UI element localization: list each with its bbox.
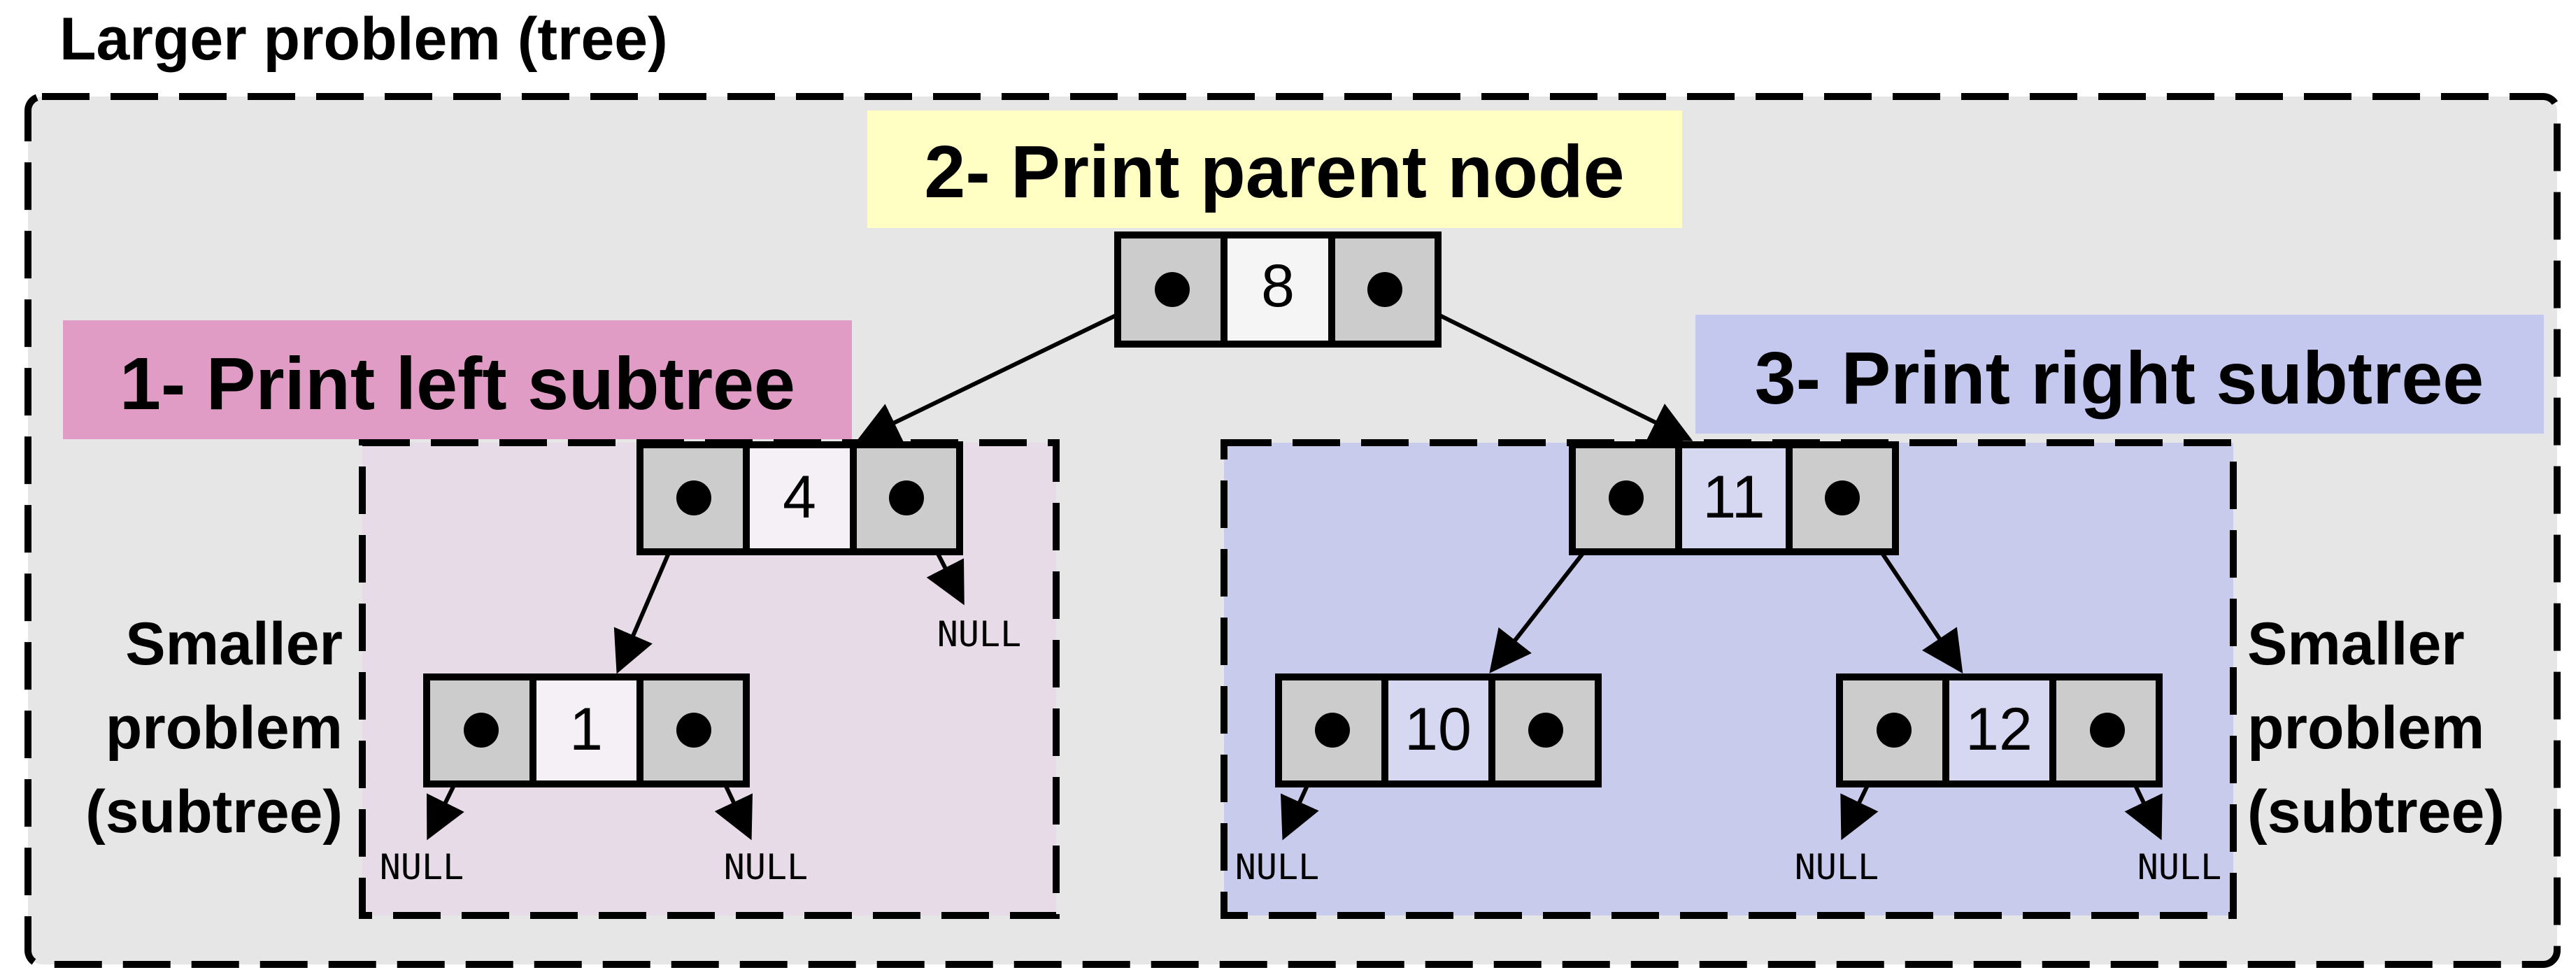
null-label: NULL	[1795, 847, 1879, 887]
svg-text:(subtree): (subtree)	[2247, 778, 2505, 846]
svg-text:problem: problem	[2247, 694, 2484, 762]
step-left-label: 1- Print left subtree	[120, 343, 795, 425]
node-value: 4	[783, 464, 816, 531]
step-right-label: 3- Print right subtree	[1755, 337, 2484, 420]
node-value: 10	[1404, 696, 1472, 763]
svg-text:(subtree): (subtree)	[85, 778, 343, 846]
tree-node-4: 4	[636, 441, 963, 555]
right-subproblem-label: Smaller problem (subtree)	[2247, 611, 2505, 846]
null-label: NULL	[2137, 847, 2221, 887]
null-label: NULL	[937, 614, 1021, 655]
node-value: 12	[1965, 696, 2033, 763]
tree-node-1: 1	[423, 673, 750, 787]
diagram-title: Larger problem (tree)	[59, 6, 668, 73]
tree-node-12: 12	[1836, 673, 2163, 787]
tree-node-11: 11	[1569, 441, 1899, 555]
node-value: 8	[1261, 252, 1295, 320]
svg-text:problem: problem	[106, 694, 343, 762]
tree-node-8: 8	[1114, 231, 1442, 348]
left-subproblem-label: Smaller problem (subtree)	[85, 611, 343, 846]
node-value: 11	[1702, 464, 1765, 531]
left-label-highlight	[63, 320, 852, 439]
node-value: 1	[569, 696, 603, 763]
parent-label-highlight	[867, 110, 1682, 228]
tree-node-10: 10	[1275, 673, 1602, 787]
svg-text:Smaller: Smaller	[2247, 611, 2465, 678]
svg-text:Smaller: Smaller	[125, 611, 343, 678]
step-parent-label: 2- Print parent node	[924, 131, 1624, 213]
null-label: NULL	[1235, 847, 1319, 887]
null-label: NULL	[724, 847, 808, 887]
null-label: NULL	[380, 847, 464, 887]
right-label-highlight	[1695, 315, 2544, 434]
